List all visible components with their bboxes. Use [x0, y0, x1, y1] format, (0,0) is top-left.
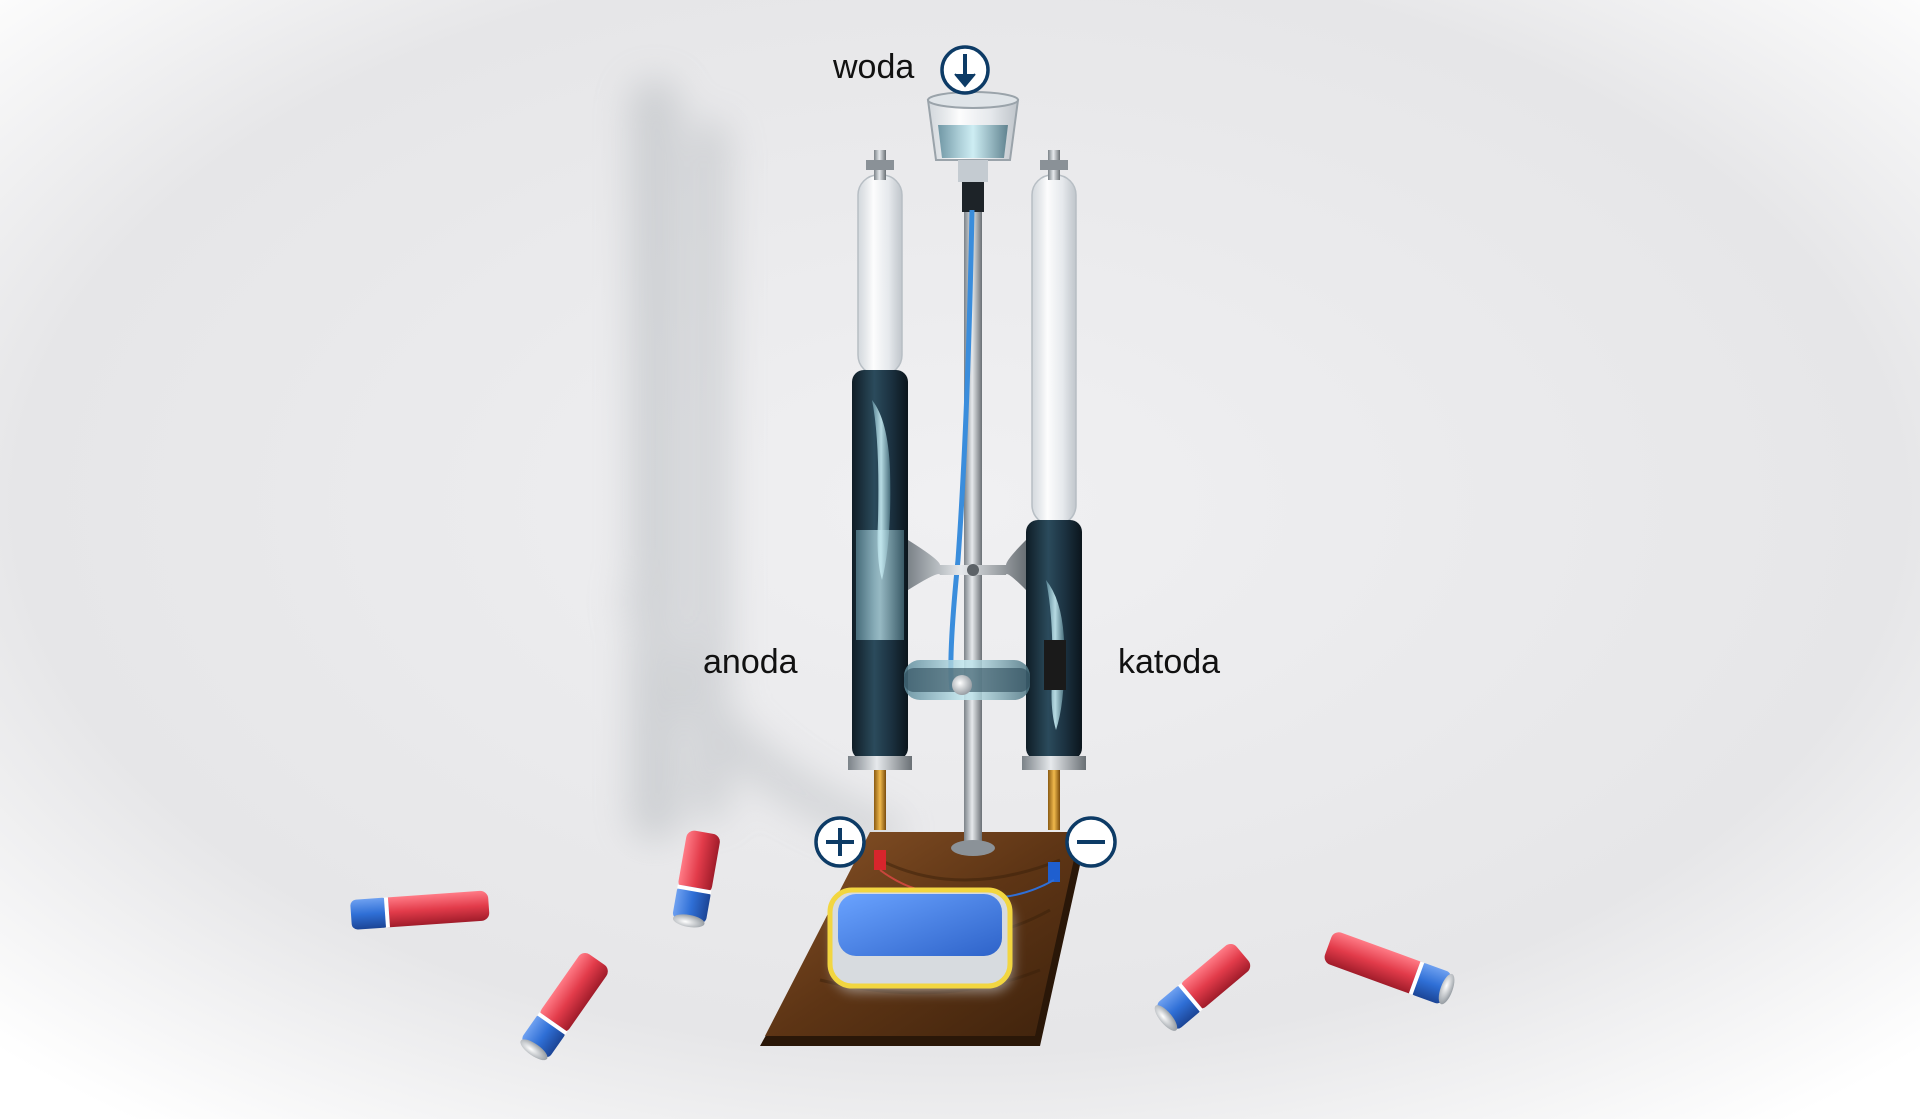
water-feed-tube	[948, 209, 975, 691]
battery-1	[350, 890, 490, 930]
minus-circle-icon	[1065, 816, 1117, 868]
cathode-label: katoda	[1118, 643, 1221, 681]
anode-tube	[848, 150, 912, 830]
support-rod	[964, 200, 982, 845]
arrow-down-circle-icon	[940, 45, 990, 95]
rod-base-collar	[951, 840, 995, 856]
anode-label: anoda	[703, 643, 798, 681]
battery-4	[1154, 943, 1251, 1031]
tube-clamps	[904, 540, 1030, 700]
battery-3	[520, 953, 608, 1061]
water-label: woda	[833, 48, 915, 86]
power-pack	[827, 887, 1013, 992]
water-funnel	[926, 91, 1020, 212]
plus-circle-icon	[814, 816, 866, 868]
apparatus-shadow	[620, 80, 900, 850]
battery-2	[672, 830, 720, 928]
cathode-tube	[1022, 150, 1086, 830]
battery-5	[1324, 932, 1455, 1005]
